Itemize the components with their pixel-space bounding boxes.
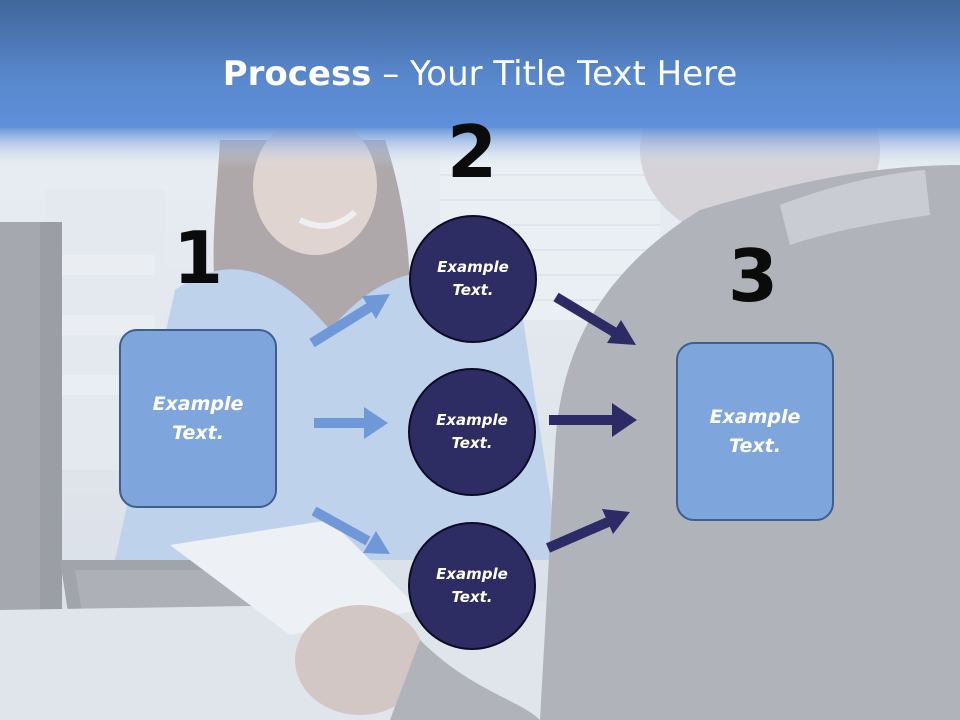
circle-middle-text: Example Text. xyxy=(436,411,508,452)
step-number-2: 2 xyxy=(446,110,498,194)
arrow-middle-to-right xyxy=(549,403,637,437)
circle-top-text: Example Text. xyxy=(437,258,509,299)
arrow-left-to-middle xyxy=(314,407,388,439)
left-box: Example Text. xyxy=(119,329,277,508)
right-box: Example Text. xyxy=(676,342,834,521)
arrow-left-to-bottom xyxy=(311,506,390,554)
arrow-left-to-top xyxy=(309,294,390,348)
title-bold: Process xyxy=(222,54,372,94)
circle-bottom: Example Text. xyxy=(408,522,536,650)
arrow-top-to-right xyxy=(553,292,636,345)
slide-title: Process – Your Title Text Here xyxy=(0,50,960,98)
arrow-bottom-to-right xyxy=(546,509,630,553)
left-box-text: Example Text. xyxy=(152,392,244,444)
step-number-3: 3 xyxy=(727,234,779,318)
right-box-text: Example Text. xyxy=(709,405,801,457)
step-number-1: 1 xyxy=(172,216,224,300)
circle-middle: Example Text. xyxy=(408,368,536,496)
circle-top: Example Text. xyxy=(409,215,537,343)
circle-bottom-text: Example Text. xyxy=(436,565,508,606)
title-rest: – Your Title Text Here xyxy=(371,54,738,94)
